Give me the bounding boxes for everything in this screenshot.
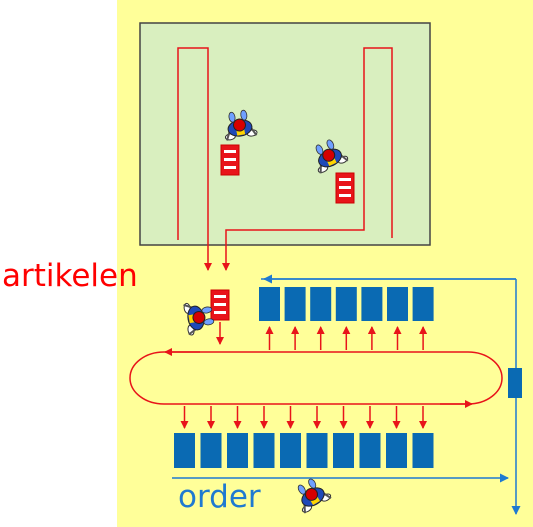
blue-bin-icon <box>359 433 381 468</box>
tote-stack-2-icon <box>335 172 355 204</box>
blue-bin-icon <box>280 433 301 468</box>
blue-bin-icon <box>200 433 222 468</box>
aisle-path-left <box>177 47 212 271</box>
blue-bin-icon <box>335 287 357 321</box>
blue-bin-icon <box>253 433 275 468</box>
incoming-label: artikelen <box>2 258 138 294</box>
up-arrow-row <box>265 326 428 350</box>
blue-bin-icon <box>412 433 434 468</box>
blue-bin-icon <box>259 287 280 321</box>
order-label: order <box>178 479 261 515</box>
control-box <box>508 368 522 398</box>
blue-bin-icon <box>284 287 306 321</box>
blue-bin-icon <box>333 433 354 468</box>
bottom-bin-row <box>174 433 434 468</box>
blue-bin-icon <box>361 287 383 321</box>
blue-bin-icon <box>387 287 408 321</box>
incoming-tote-icon <box>210 289 230 321</box>
top-bin-row <box>259 287 434 321</box>
loop-conveyor-icon <box>129 351 503 405</box>
blue-bin-icon <box>306 433 328 468</box>
aisle-path-right <box>222 47 393 271</box>
blue-bin-icon <box>174 433 195 468</box>
blue-bin-icon <box>227 433 248 468</box>
blue-bin-icon <box>310 287 332 321</box>
down-arrow-row <box>180 406 427 429</box>
blue-bin-icon <box>412 287 434 321</box>
tote-stack-1-icon <box>220 144 240 176</box>
blue-bin-icon <box>386 433 407 468</box>
storage-area <box>139 22 431 246</box>
